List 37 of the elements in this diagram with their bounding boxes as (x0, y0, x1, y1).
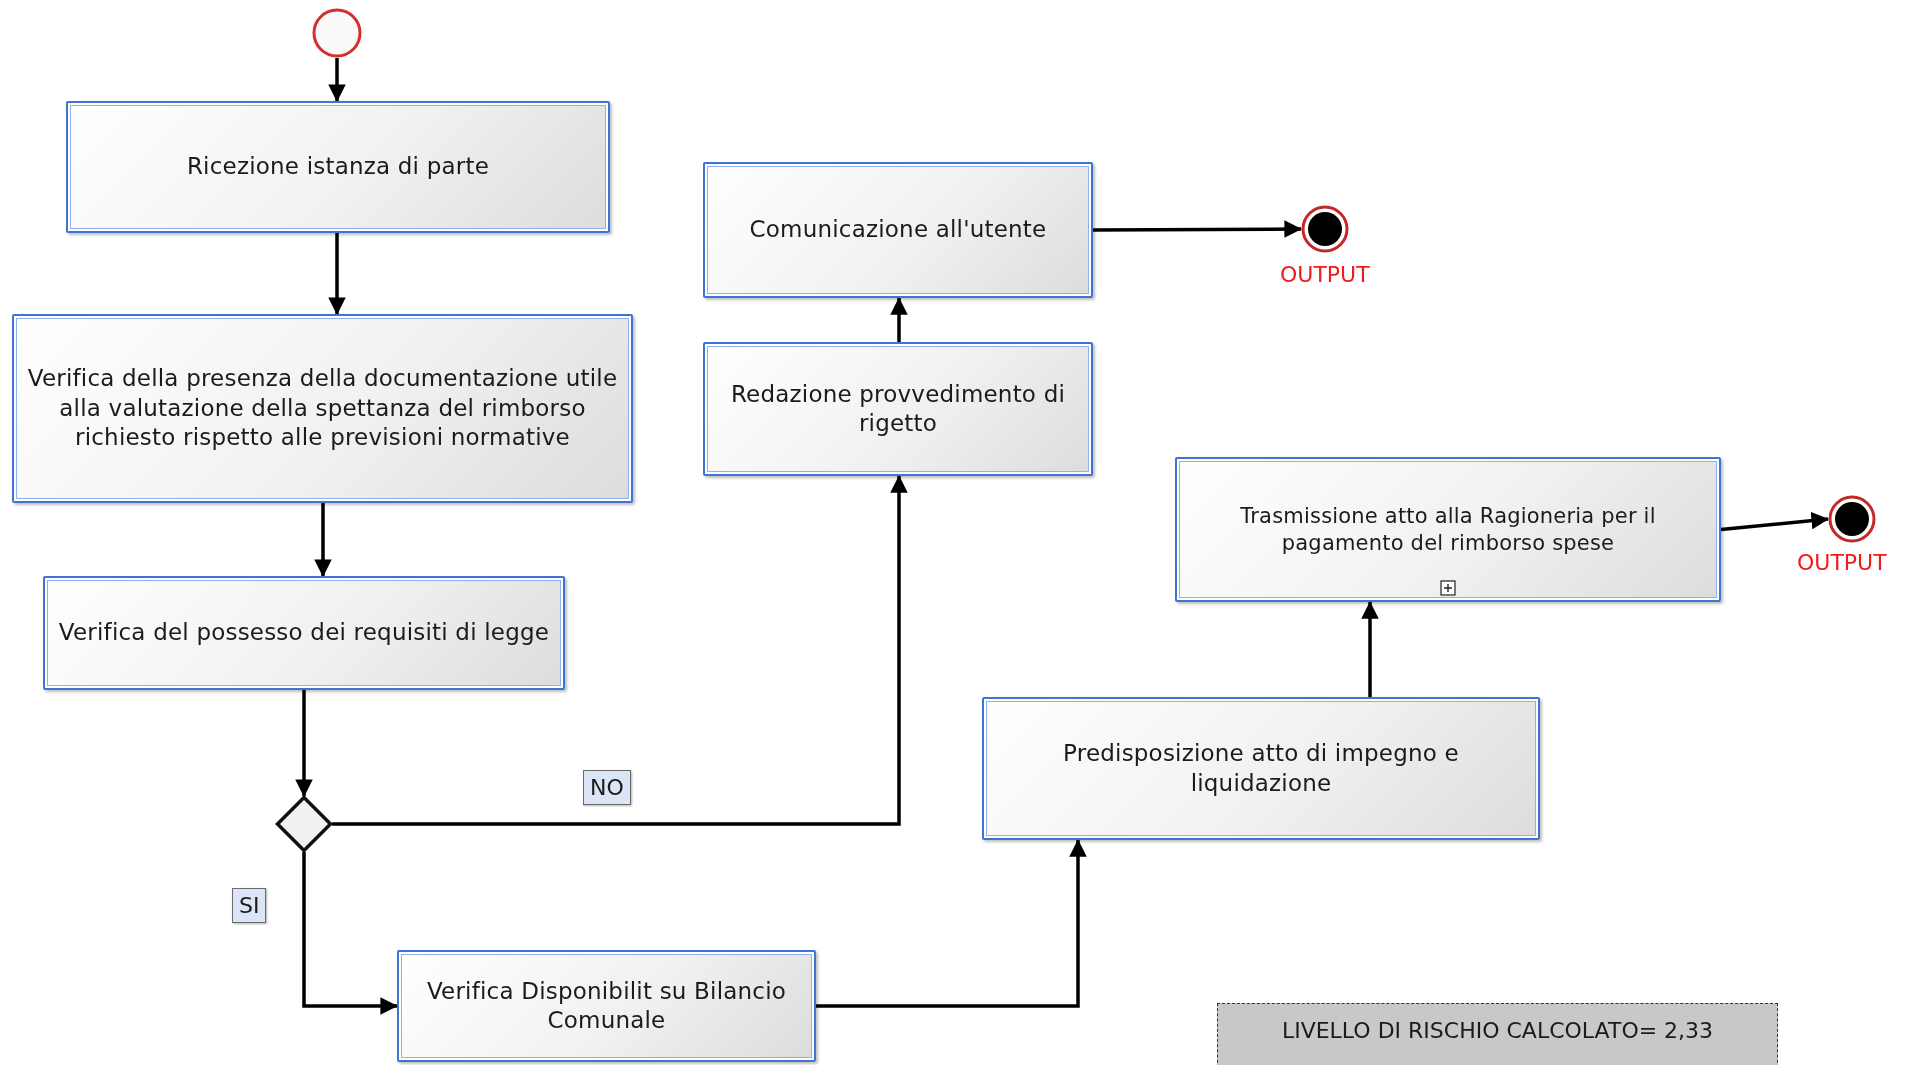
process-box (982, 697, 1540, 840)
arrow (295, 690, 313, 797)
start-event-circle (312, 8, 362, 58)
end-event-circle (1828, 495, 1876, 543)
risk-level-text: LIVELLO DI RISCHIO CALCOLATO= 2,33 (1281, 1018, 1714, 1043)
edge-label: SI (232, 888, 267, 923)
end-event-circle (1301, 205, 1349, 253)
process-box (66, 101, 610, 233)
process-box (703, 342, 1093, 476)
process-box (397, 950, 816, 1062)
process-box (43, 576, 565, 690)
process-label: Verifica della presenza della documentazione utile alla valutazione della spettanza del rimborso richiesto rispetto alle previsioni normative (26, 364, 619, 453)
process-label: Redazione provvedimento di rigetto (729, 379, 1067, 438)
output-label: OUTPUT (1280, 262, 1370, 287)
arrow (816, 839, 1087, 1008)
output-label: OUTPUT (1797, 550, 1887, 575)
arrow (332, 475, 908, 826)
process-box (1175, 457, 1721, 602)
arrow (1361, 601, 1379, 697)
arrow (1720, 511, 1829, 532)
process-label: Trasmissione atto alla Ragioneria per il pagamento del rimborso spese (1239, 502, 1657, 557)
process-label: Comunicazione all'utente (749, 215, 1047, 245)
decision-diamond (276, 796, 332, 852)
arrow (314, 503, 332, 577)
risk-level-box (1217, 1003, 1778, 1065)
process-box (703, 162, 1093, 298)
arrow (328, 233, 346, 315)
process-label: Predisposizione atto di impegno e liquidazione (1062, 739, 1460, 798)
arrow (302, 852, 398, 1015)
arrow (328, 58, 346, 102)
process-label: Ricezione istanza di parte (186, 152, 490, 182)
arrow (1093, 220, 1302, 238)
process-label: Verifica Disponibilit su Bilancio Comunale (425, 976, 788, 1035)
process-box (12, 314, 633, 503)
arrow (890, 297, 908, 342)
edge-label: NO (583, 770, 631, 805)
process-label: Verifica del possesso dei requisiti di legge (58, 618, 550, 648)
